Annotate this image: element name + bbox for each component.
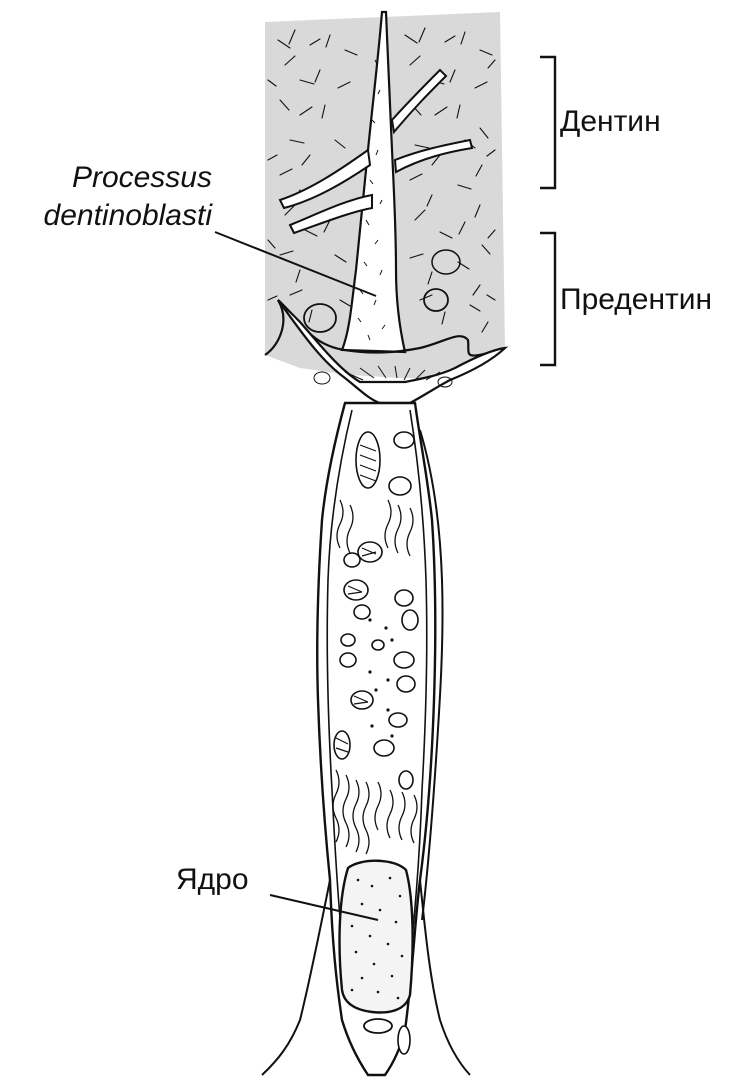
nucleus-label: Ядро [176, 862, 249, 898]
process-label-line1: Processus [34, 160, 212, 196]
process-label-line2: dentinoblasti [14, 198, 212, 234]
predentin-label: Предентин [560, 282, 712, 318]
predentin-bracket [540, 233, 555, 365]
dentin-bracket [540, 57, 555, 188]
nucleus [340, 861, 413, 1013]
lower-tail-right [420, 880, 470, 1075]
lower-granule [398, 1026, 410, 1054]
lower-tail-left [262, 880, 330, 1075]
dentin-label: Дентин [560, 104, 661, 140]
lower-vesicle [364, 1019, 392, 1033]
